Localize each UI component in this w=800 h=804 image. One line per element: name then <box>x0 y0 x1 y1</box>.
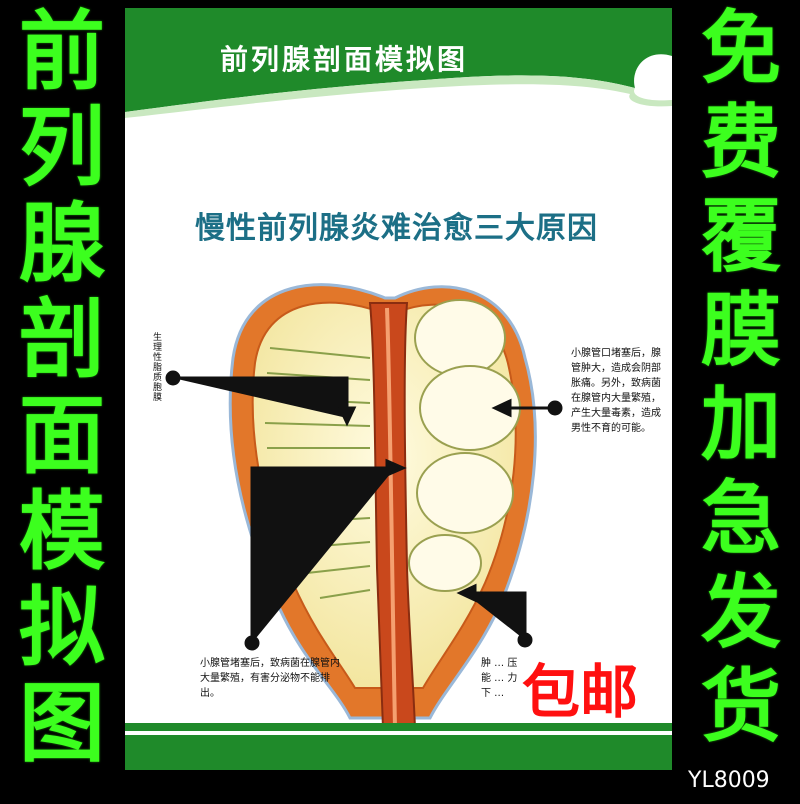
header-green-shape <box>125 8 672 112</box>
lobule-3 <box>416 452 514 534</box>
left-banner-char-3: 剖 <box>19 290 105 390</box>
note-partial-obscured: 肿 … 压 能 … 力 下 … <box>481 658 518 699</box>
left-banner-char-0: 前 <box>19 2 105 102</box>
right-banner-char-2: 覆 <box>701 190 781 283</box>
right-lobules <box>408 299 521 592</box>
left-banner-char-7: 图 <box>19 674 105 774</box>
footer-band <box>125 723 672 770</box>
prostate-cross-section-diagram <box>165 283 563 728</box>
left-banner-char-5: 模 <box>19 482 105 582</box>
left-banner-char-1: 列 <box>19 98 105 198</box>
poster-subtitle: 慢性前列腺炎难治愈三大原因 <box>195 211 598 246</box>
left-vertical-banner: 前列腺剖面模拟图 <box>2 0 122 804</box>
lobule-1 <box>414 299 506 377</box>
right-banner-char-7: 货 <box>701 660 781 753</box>
free-shipping-promo: 包邮 <box>522 658 639 726</box>
header-light-curve <box>125 75 672 118</box>
right-banner-char-1: 费 <box>701 96 781 189</box>
pointer-lines <box>165 370 563 651</box>
left-banner-char-4: 面 <box>19 386 105 486</box>
poster: 前列腺剖面模拟图 慢性前列腺炎难治愈三大原因 <box>125 8 672 770</box>
right-banner-char-6: 发 <box>701 566 781 659</box>
right-banner-char-3: 膜 <box>701 284 781 377</box>
right-banner-char-0: 免 <box>701 2 781 95</box>
right-banner-char-5: 急 <box>701 472 781 565</box>
header-band <box>125 8 672 118</box>
note-duct-swelling: 小腺管口堵塞后，腺管肿大，造成会阴部胀痛。另外，致病菌在腺管内大量繁殖，产生大量… <box>571 348 661 434</box>
note-lipid-membrane: 生理性脂质胞膜 <box>153 333 163 403</box>
lobule-4 <box>408 534 482 592</box>
poster-title: 前列腺剖面模拟图 <box>220 43 469 76</box>
model-code: YL8009 <box>688 768 770 793</box>
note-duct-blockage: 小腺管堵塞后，致病菌在腺管内大量繁殖，有害分泌物不能排出。 <box>200 658 340 699</box>
left-banner-char-2: 腺 <box>19 194 105 294</box>
left-banner-char-6: 拟 <box>19 578 105 678</box>
right-banner-char-4: 加 <box>701 378 781 471</box>
right-vertical-banner: 免费覆膜加急发货 <box>682 0 800 802</box>
